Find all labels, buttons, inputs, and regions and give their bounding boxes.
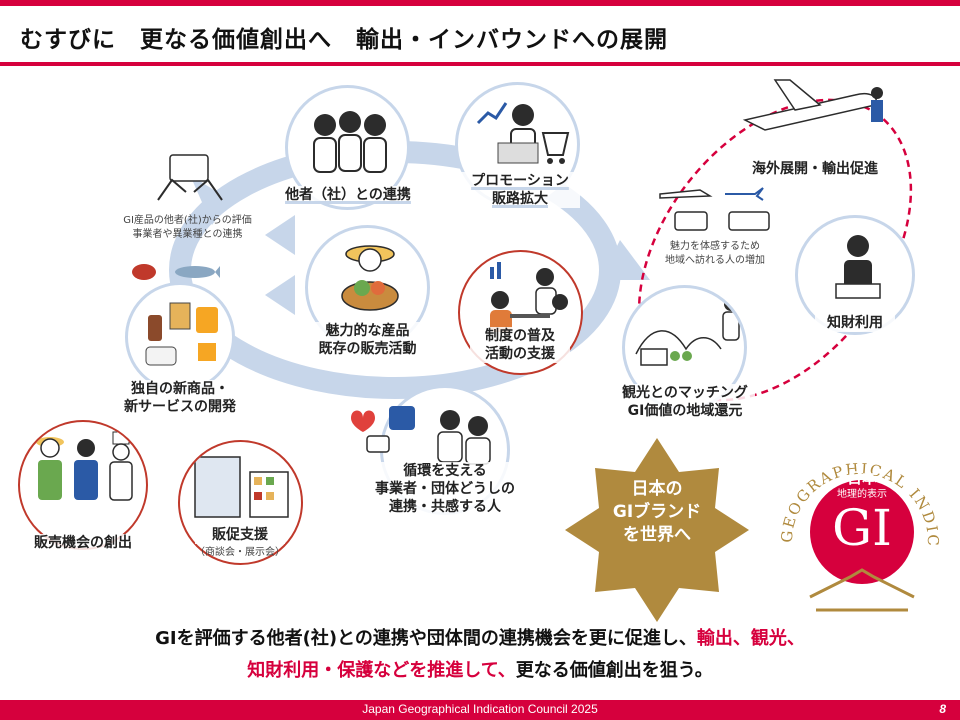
tourists-icon — [635, 297, 740, 366]
promotion-label-1: プロモーション — [460, 172, 580, 190]
system-label-2: 活動の支援 — [470, 345, 570, 363]
store-shelf-icon — [194, 456, 289, 518]
airplane-icon — [742, 79, 883, 131]
gi-seal-big: GI — [832, 499, 892, 557]
cycle-label-3: 連携・共感する人 — [365, 498, 525, 516]
transport-icons — [659, 187, 770, 231]
inner-arrows — [265, 215, 295, 315]
summary-line-2-black: 更なる価値創出を狙う。 — [515, 660, 713, 681]
summary-line-1-red: 輸出、観光、 — [696, 628, 805, 649]
summary-line-2-red: 知財利用・保護などを推進して、 — [247, 660, 516, 681]
tourism-label-2: GI価値の地域還元 — [615, 402, 755, 420]
sales-opportunity-circle — [18, 420, 148, 550]
summary-line-1-black: GIを評価する他者(社)との連携や団体間の連携機会を更に促進し、 — [155, 628, 697, 649]
visitors-text-1: 魅力を体感するため — [670, 241, 760, 252]
badge-line-2: GIブランド — [612, 502, 702, 522]
business-people-icon — [313, 111, 387, 173]
summary-line-1: GIを評価する他者(社)との連携や団体間の連携機会を更に促進し、輸出、観光、 — [0, 624, 960, 650]
products-icon — [145, 302, 218, 366]
page-number: 8 — [939, 702, 946, 716]
sales-promotion-circle — [178, 440, 303, 565]
sales-opportunity-label: 販売機会の創出 — [18, 534, 148, 552]
new-products-label-2: 新サービスの開発 — [110, 398, 250, 416]
sales-promotion-sub: （商談会・展示会） — [195, 547, 285, 558]
gi-brand-badge — [565, 438, 749, 622]
new-products-circle — [125, 282, 235, 392]
signing-person-icon — [835, 235, 881, 299]
gi-seal-logo: JAPAN GEOGRAPHICAL INDICATION — [770, 432, 940, 612]
promotion-label-2: 販路拡大 — [460, 190, 580, 208]
sales-promotion-label: 販促支援 — [195, 526, 285, 544]
page-title: むすびに 更なる価値創出へ 輸出・インバウンドへの展開 — [20, 27, 668, 53]
summary-line-2: 知財利用・保護などを推進して、更なる価値創出を狙う。 — [0, 656, 960, 682]
footer-text: Japan Geographical Indication Council 20… — [362, 702, 598, 716]
title-divider — [0, 62, 960, 66]
gi-seal-top: 日本 — [846, 469, 877, 487]
eval-text-2: 事業者や異業種との連携 — [132, 229, 243, 240]
tourism-label-1: 観光とのマッチング — [615, 384, 755, 402]
top-accent-bar — [0, 0, 960, 6]
footer-bar: Japan Geographical Indication Council 20… — [0, 700, 960, 720]
eval-text-1: GI産品の他者(社)からの評価 — [123, 215, 252, 226]
meat-fish-icon — [132, 264, 220, 280]
cycle-label-2: 事業者・団体どうしの — [355, 480, 535, 498]
attractive-label-1: 魅力的な産品 — [300, 322, 435, 340]
like-heart-icon — [351, 406, 415, 453]
export-label: 海外展開・輸出促進 — [735, 160, 895, 178]
badge-line-1: 日本の — [631, 479, 683, 499]
new-products-label-1: 独自の新商品・ — [110, 380, 250, 398]
farmer-chef-icon — [36, 431, 133, 501]
system-label-1: 制度の普及 — [470, 327, 570, 345]
gi-brand-badge-text: 日本の GIブランド を世界へ — [557, 478, 757, 547]
visitors-text-2: 地域へ訪れる人の増加 — [665, 255, 765, 266]
sales-person-icon — [476, 102, 570, 164]
farmer-basket-icon — [341, 245, 399, 311]
attractive-label-2: 既存の販売活動 — [300, 340, 435, 358]
gi-seal-mid: 地理的表示 — [837, 489, 887, 500]
handshake-card-icon — [157, 154, 223, 201]
ip-label: 知財利用 — [815, 314, 895, 332]
cycle-label-1: 循環を支える — [365, 462, 525, 480]
badge-line-3: を世界へ — [623, 525, 691, 545]
partners-circle — [285, 85, 410, 210]
partners-label: 他者（社）との連携 — [283, 186, 413, 204]
meeting-people-icon — [490, 262, 568, 332]
